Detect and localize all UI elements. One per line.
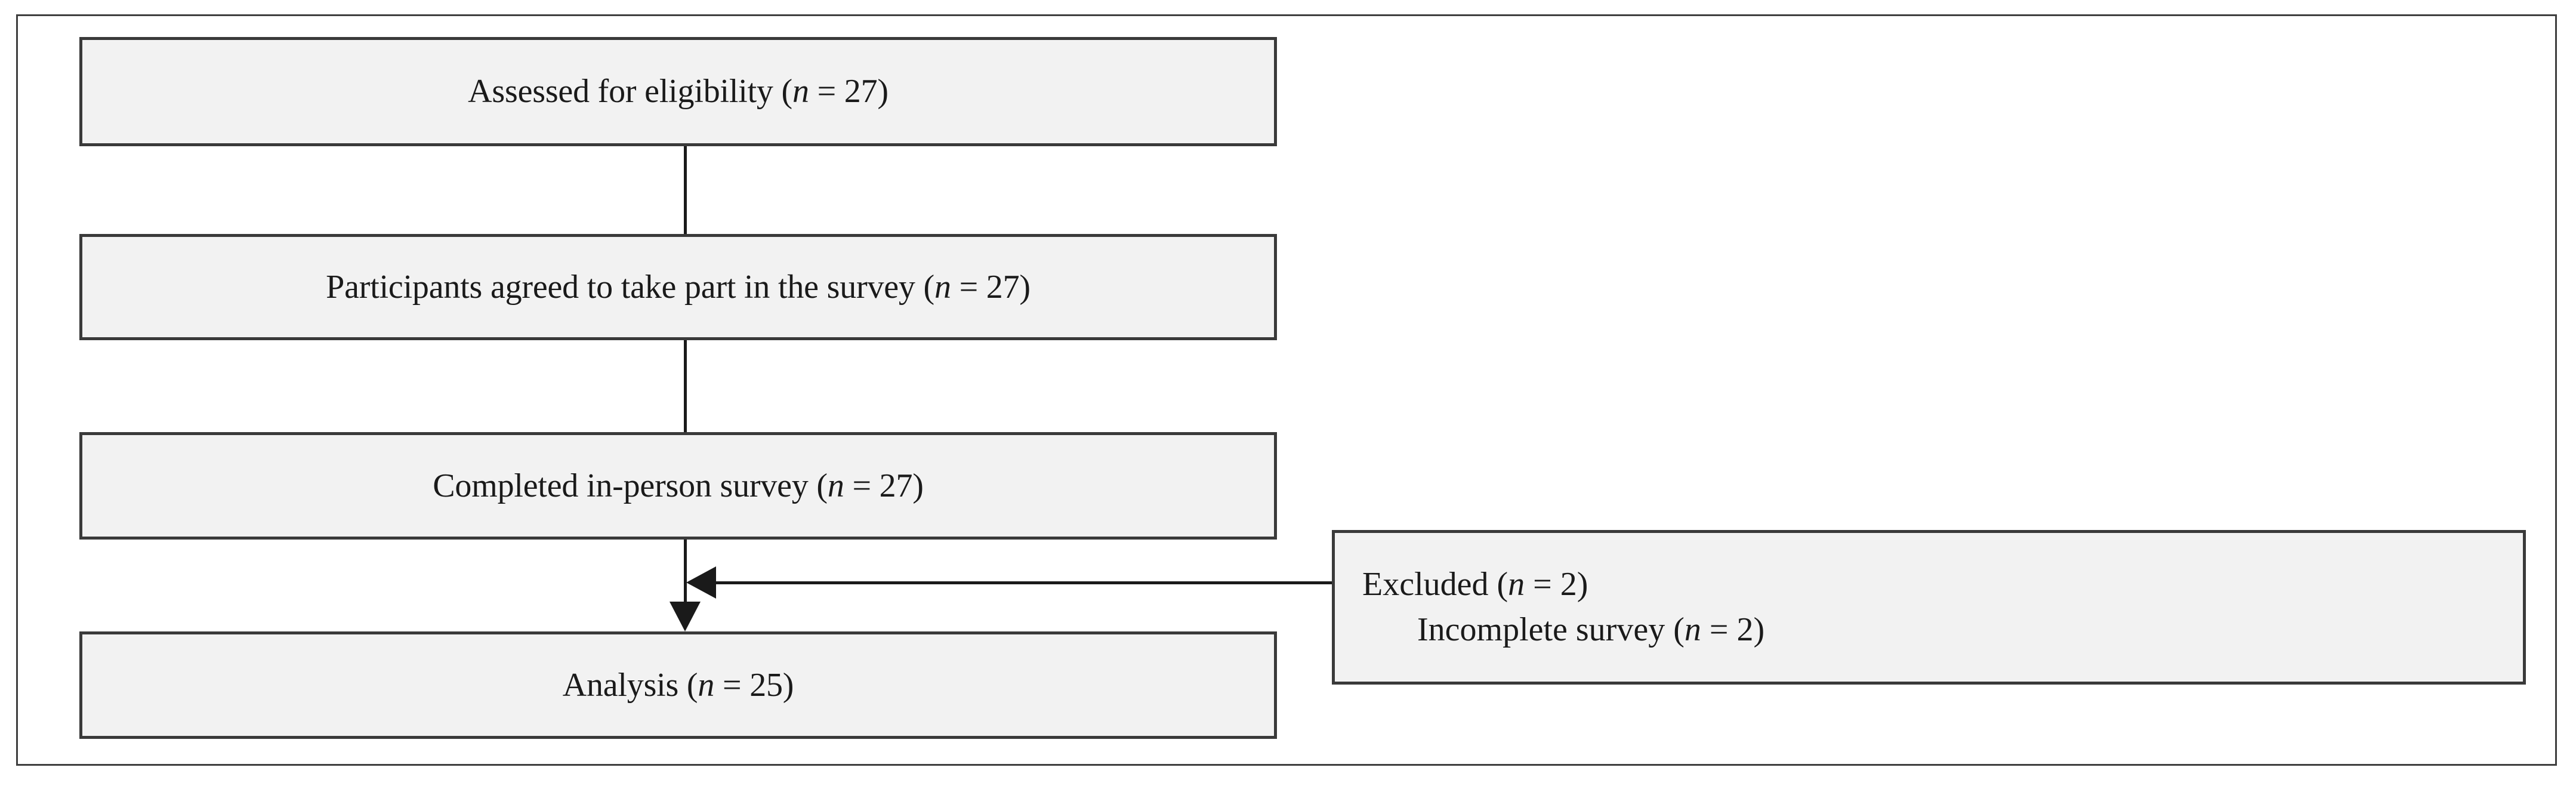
- node-excluded-text-block: Excluded (n = 2) Incomplete survey (n = …: [1335, 562, 1764, 652]
- node-participants-agreed: Participants agreed to take part in the …: [79, 234, 1277, 340]
- node-analysis-label: Analysis (n = 25): [562, 666, 794, 704]
- connector-completed-to-analysis: [684, 540, 687, 603]
- connector-assessed-to-agreed: [684, 146, 687, 234]
- arrowhead-down-icon: [670, 602, 701, 631]
- n-symbol: n: [698, 666, 715, 704]
- arrowhead-left-icon: [686, 566, 716, 599]
- node-analysis: Analysis (n = 25): [79, 631, 1277, 739]
- connector-agreed-to-completed: [684, 340, 687, 432]
- node-agreed-label: Participants agreed to take part in the …: [326, 268, 1031, 306]
- node-excluded-line-2: Incomplete survey (n = 2): [1417, 611, 1765, 648]
- n-symbol: n: [1508, 565, 1525, 603]
- node-excluded: Excluded (n = 2) Incomplete survey (n = …: [1332, 530, 2526, 685]
- n-symbol: n: [934, 268, 951, 306]
- node-assessed-label: Assessed for eligibility (n = 27): [468, 73, 889, 110]
- n-symbol: n: [792, 73, 809, 110]
- figure-frame: [16, 14, 2557, 766]
- node-completed-survey: Completed in-person survey (n = 27): [79, 432, 1277, 540]
- node-excluded-line-1: Excluded (n = 2): [1362, 565, 1588, 603]
- n-symbol: n: [1684, 611, 1701, 648]
- n-symbol: n: [827, 467, 844, 504]
- node-assessed-for-eligibility: Assessed for eligibility (n = 27): [79, 37, 1277, 146]
- node-completed-label: Completed in-person survey (n = 27): [433, 467, 924, 504]
- connector-excluded-to-flow: [716, 581, 1333, 584]
